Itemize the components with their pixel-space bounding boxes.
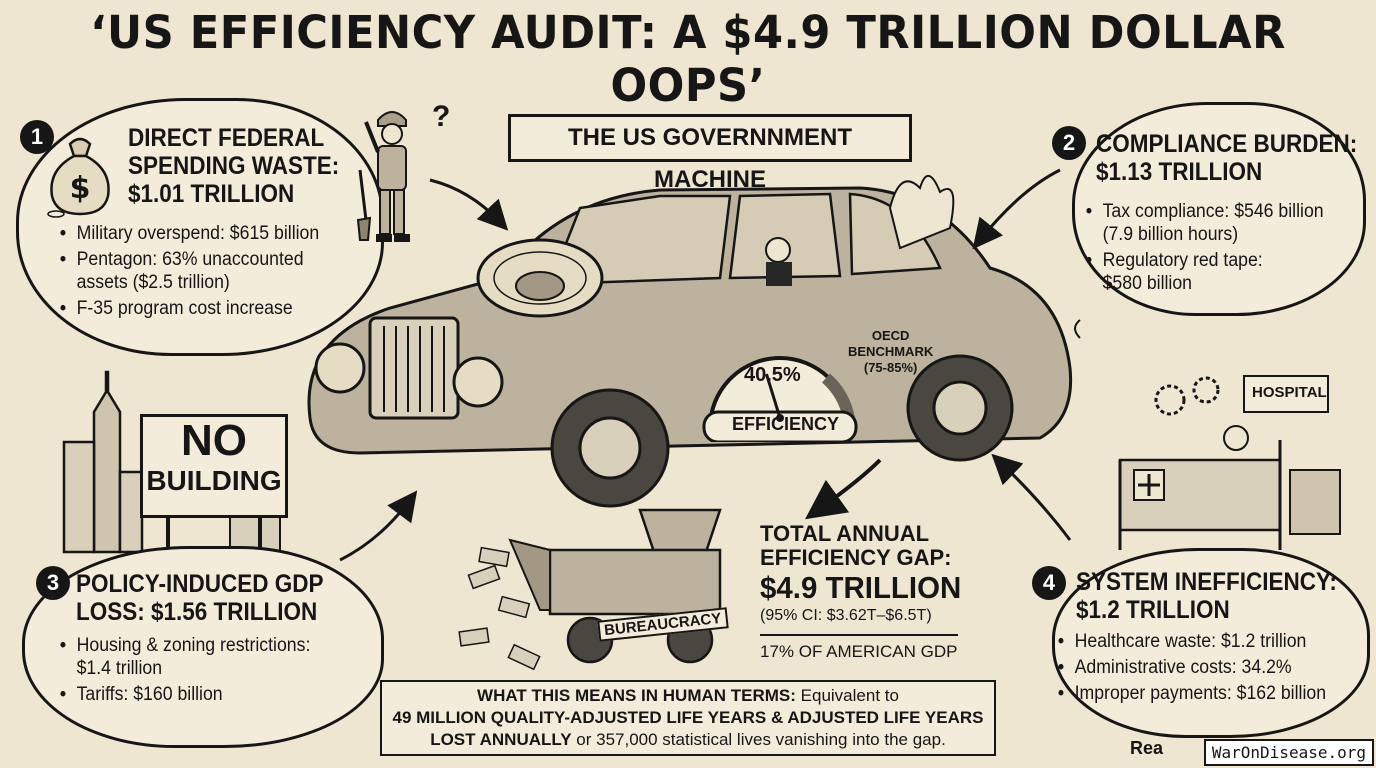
gap-title-line: TOTAL ANNUAL	[760, 521, 930, 546]
efficiency-gap-block: TOTAL ANNUAL EFFICIENCY GAP: $4.9 TRILLI…	[760, 522, 970, 662]
bullet-item: Regulatory red tape:$580 billion	[1084, 249, 1324, 295]
page-title: ‘US EFFICIENCY AUDIT: A $4.9 TRILLION DO…	[90, 6, 1286, 112]
car-illustration	[307, 175, 1081, 508]
efficiency-gauge	[702, 356, 858, 442]
section-2-bullets: Tax compliance: $546 billion(7.9 billion…	[1084, 200, 1324, 298]
summary-text-1: Equivalent to	[795, 686, 899, 705]
benchmark-line: (75-85%)	[863, 360, 918, 375]
bullet-text: Housing & zoning restrictions:	[76, 635, 311, 656]
arrow-section-3	[339, 490, 418, 562]
gap-confidence-interval: (95% CI: $3.62T–$6.5T)	[760, 607, 932, 624]
section-3-title: POLICY-INDUCED GDP LOSS: $1.56 TRILLION	[76, 570, 324, 626]
bullet-item: F-35 program cost increase	[58, 297, 319, 320]
arrow-section-1	[429, 178, 509, 231]
arrow-section-4	[991, 453, 1072, 541]
section-1-title-line: $1.01 TRILLION	[128, 180, 295, 208]
gauge-benchmark: OECD BENCHMARK (75-85%)	[848, 328, 933, 376]
bullet-text: assets ($2.5 trillion)	[76, 272, 230, 293]
section-3-bullets: Housing & zoning restrictions:$1.4 trill…	[58, 634, 310, 709]
section-3-title-line: POLICY-INDUCED GDP	[76, 570, 324, 598]
sign-line-1: NO	[181, 416, 247, 465]
watermark-link[interactable]: WarOnDisease.org	[1203, 739, 1374, 766]
section-2-number: 2	[1052, 126, 1086, 160]
hospital-sign: HOSPITAL	[1252, 384, 1327, 401]
bullet-item: Tax compliance: $546 billion(7.9 billion…	[1084, 200, 1324, 246]
summary-bold-2: 49 MILLION QUALITY-ADJUSTED LIFE YEARS &…	[392, 708, 984, 727]
bullet-item: Healthcare waste: $1.2 trillion	[1056, 630, 1326, 653]
section-4-number: 4	[1032, 566, 1066, 600]
gap-value: $4.9 TRILLION	[760, 570, 962, 605]
gauge-value: 40.5%	[744, 364, 801, 386]
money-bag-icon: $	[47, 137, 110, 218]
section-1-number: 1	[20, 120, 54, 154]
summary-text-3: or 357,000 statistical lives vanishing i…	[571, 730, 946, 749]
soldier-illustration	[356, 111, 410, 242]
machine-label: THE US GOVERNNMENT MACHINE	[508, 114, 912, 193]
arrow-to-gap	[804, 458, 882, 520]
human-terms-box: WHAT THIS MEANS IN HUMAN TERMS: Equivale…	[380, 680, 996, 756]
arrow-section-2	[972, 168, 1061, 250]
bullet-text: $1.4 trillion	[76, 658, 163, 679]
section-1-title-line: SPENDING WASTE:	[128, 152, 340, 180]
bullet-item: Housing & zoning restrictions:$1.4 trill…	[58, 634, 310, 680]
section-4-bullets: Healthcare waste: $1.2 trillion Administ…	[1056, 630, 1326, 708]
read-more-text: Rea	[1130, 738, 1164, 758]
summary-line-3: LOST ANNUALLY or 357,000 statistical liv…	[382, 729, 994, 751]
bullet-item: Improper payments: $162 billion	[1056, 682, 1326, 705]
section-2-title-line: COMPLIANCE BURDEN:	[1096, 130, 1358, 158]
bullet-item: Military overspend: $615 billion	[58, 222, 319, 245]
section-4-title-line: SYSTEM INEFFICIENCY:	[1076, 568, 1337, 596]
summary-bold-1: WHAT THIS MEANS IN HUMAN TERMS:	[477, 686, 796, 705]
benchmark-line: BENCHMARK	[848, 344, 934, 359]
section-2-title-line: $1.13 TRILLION	[1096, 158, 1263, 186]
svg-text:$: $	[70, 171, 91, 206]
gap-gdp-share: 17% OF AMERICAN GDP	[760, 642, 958, 661]
bullet-text: $580 billion	[1102, 273, 1193, 294]
gauge-caption: EFFICIENCY	[732, 414, 840, 434]
summary-bold-3: LOST ANNUALLY	[430, 730, 572, 749]
section-3-title-line: LOSS: $1.56 TRILLION	[76, 598, 318, 626]
bullet-text: Tax compliance: $546 billion	[1102, 201, 1324, 222]
gap-title-line: EFFICIENCY GAP:	[760, 545, 952, 570]
section-4-title-line: $1.2 TRILLION	[1076, 596, 1230, 624]
bullet-text: (7.9 billion hours)	[1102, 224, 1239, 245]
hospital-illustration	[1118, 375, 1341, 550]
bullet-text: Regulatory red tape:	[1102, 250, 1263, 271]
section-3-number: 3	[36, 566, 70, 600]
summary-line-1: WHAT THIS MEANS IN HUMAN TERMS: Equivale…	[382, 685, 994, 707]
bullet-text: Pentagon: 63% unaccounted	[76, 249, 304, 270]
section-1-title-line: DIRECT FEDERAL	[128, 124, 325, 152]
benchmark-line: OECD	[871, 328, 910, 343]
gap-divider	[760, 634, 958, 636]
no-building-sign: NO BUILDING	[140, 414, 288, 518]
summary-line-2: 49 MILLION QUALITY-ADJUSTED LIFE YEARS &…	[382, 707, 994, 729]
section-1-bullets: Military overspend: $615 billion Pentago…	[58, 222, 319, 323]
section-4-title: SYSTEM INEFFICIENCY: $1.2 TRILLION	[1076, 568, 1337, 624]
bullet-item: Administrative costs: 34.2%	[1056, 656, 1326, 679]
sign-line-2: BUILDING	[146, 465, 282, 496]
section-2-title: COMPLIANCE BURDEN: $1.13 TRILLION	[1096, 130, 1357, 186]
question-mark: ?	[432, 100, 451, 133]
section-1-title: DIRECT FEDERAL SPENDING WASTE: $1.01 TRI…	[128, 124, 339, 208]
bullet-item: Tariffs: $160 billion	[58, 683, 310, 706]
